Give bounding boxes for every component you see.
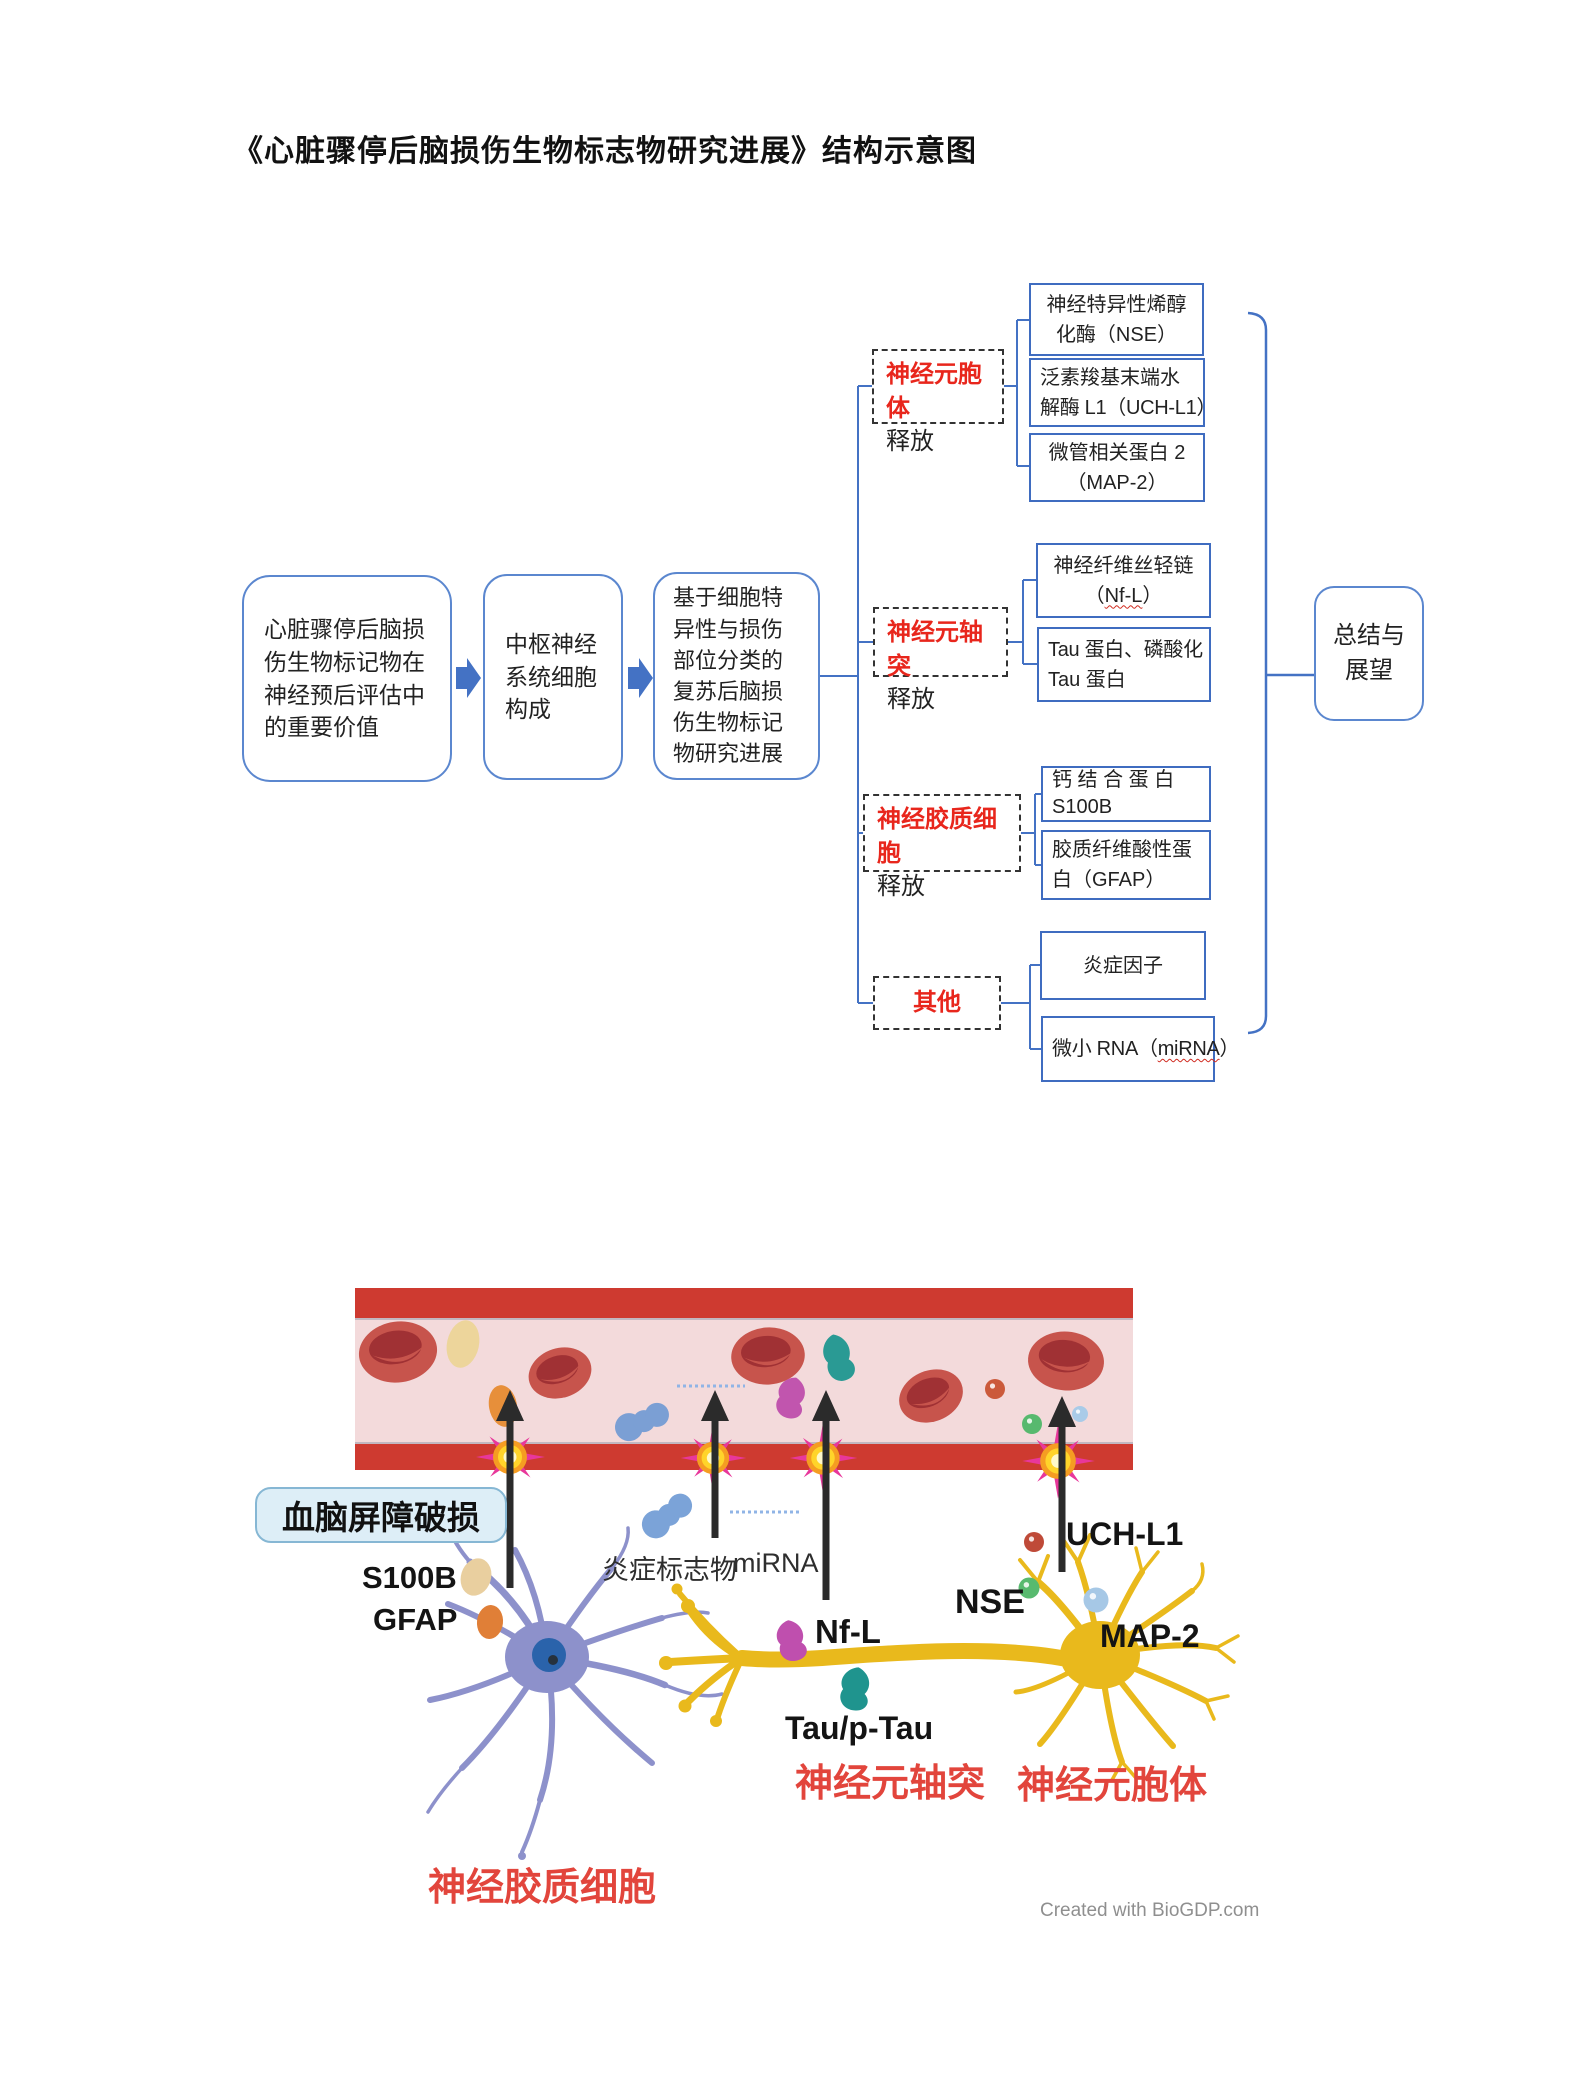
paren: （: [1084, 584, 1105, 607]
leaf-line: Tau 蛋白: [1048, 668, 1126, 691]
leaf-line: 白（GFAP）: [1052, 869, 1166, 891]
label-s100b: S100B: [362, 1560, 457, 1595]
group-name: 其他: [913, 989, 961, 1017]
flow-box-classification: 基于细胞特异性与损伤部位分类的复苏后脑损伤生物标记物研究进展: [653, 572, 820, 780]
leaf-nf-l: 神经纤维丝轻链 （Nf-L）: [1036, 543, 1211, 618]
group-suffix: 释放: [886, 428, 934, 456]
leaf-line: 泛素羧基末端水: [1040, 366, 1180, 389]
mirna-term: miRNA: [1157, 1038, 1220, 1060]
label-neuron-soma: 神经元胞体: [1017, 1765, 1208, 1807]
leaf-line: 神经特异性烯醇: [1046, 293, 1187, 316]
leaf-line: S100B: [1052, 796, 1113, 818]
label-gfap: GFAP: [373, 1602, 458, 1637]
biomarker-molecules-released: [460, 1492, 1109, 1713]
group-glial-release: 神经胶质细胞 释放: [863, 794, 1021, 900]
biogdp-credit: Created with BioGDP.com: [1040, 1900, 1260, 1921]
label-mirna: miRNA: [733, 1548, 819, 1578]
mirna-pre: 微小 RNA（: [1052, 1038, 1158, 1060]
nf-l-term: Nf-L: [1104, 584, 1143, 607]
leaf-map-2: 微管相关蛋白 2 （MAP-2）: [1029, 433, 1205, 502]
leaf-line: 炎症因子: [1083, 954, 1163, 977]
label-tau: Tau/p-Tau: [785, 1710, 934, 1746]
group-others: 其他: [873, 976, 1001, 1030]
label-map-2: MAP-2: [1100, 1618, 1200, 1654]
leaf-uch-l1: 泛素羧基末端水 解酶 L1（UCH-L1）: [1029, 358, 1217, 427]
leaf-nse: 神经特异性烯醇 化酶（NSE）: [1029, 283, 1204, 356]
flow-box-summary: 总结与 展望: [1314, 586, 1424, 721]
page-title: 《心脏骤停后脑损伤生物标志物研究进展》结构示意图: [233, 135, 977, 168]
group-neuron-soma-release: 神经元胞体 释放: [872, 349, 1004, 455]
leaf-s100b: 钙 结 合 蛋 白 S100B: [1041, 766, 1211, 822]
paren: ）: [1219, 1038, 1240, 1060]
flow-box-text: 心脏骤停后脑损伤生物标记物在神经预后评估中的重要价值: [264, 616, 425, 741]
leaf-line: （MAP-2）: [1066, 471, 1168, 494]
group-suffix: 释放: [877, 873, 925, 901]
astrocyte-glial-cell: [426, 1524, 724, 1860]
leaf-line: 胶质纤维酸性蛋: [1052, 839, 1192, 861]
leaf-line: 神经纤维丝轻链: [1053, 554, 1194, 577]
leaf-inflammatory-factors: 炎症因子: [1040, 931, 1206, 1000]
paren: ）: [1142, 584, 1163, 607]
flow-arrow-icon: [456, 658, 653, 698]
group-name: 神经胶质细胞: [877, 806, 997, 867]
label-nse: NSE: [955, 1583, 1025, 1621]
flow-box-text: 基于细胞特异性与损伤部位分类的复苏后脑损伤生物标记物研究进展: [673, 585, 784, 767]
release-arrow-icon: [496, 1390, 1076, 1600]
leaf-line: 钙 结 合 蛋 白: [1052, 769, 1175, 791]
leaf-line: 化酶（NSE）: [1055, 323, 1178, 346]
flowchart-connectors: [820, 311, 1314, 1050]
flow-box-cns-cells: 中枢神经系统细胞构成: [483, 574, 623, 780]
leaf-gfap: 胶质纤维酸性蛋 白（GFAP）: [1041, 830, 1211, 900]
bbb-damage-label: 血脑屏障破损: [255, 1487, 507, 1543]
label-inflammatory-markers: 炎症标志物: [602, 1555, 737, 1585]
label-nf-l: Nf-L: [815, 1613, 881, 1650]
summary-line: 展望: [1345, 656, 1393, 684]
leaf-line: 微小 RNA（miRNA）: [1052, 1034, 1240, 1064]
label-neuron-axon: 神经元轴突: [795, 1763, 986, 1805]
label-glial-cell: 神经胶质细胞: [428, 1867, 657, 1909]
neuron: [659, 1533, 1240, 1782]
leaf-line: 微管相关蛋白 2: [1048, 441, 1186, 464]
blood-vessel: [355, 1288, 1133, 1470]
flow-box-text: 中枢神经系统细胞构成: [505, 631, 597, 723]
leaf-line: Tau 蛋白、磷酸化: [1048, 638, 1203, 661]
group-suffix: 释放: [887, 686, 935, 714]
summary-line: 总结与: [1333, 622, 1405, 650]
leaf-mirna: 微小 RNA（miRNA）: [1041, 1016, 1240, 1082]
leaf-line: （Nf-L）: [1047, 581, 1200, 611]
flow-box-importance: 心脏骤停后脑损伤生物标记物在神经预后评估中的重要价值: [242, 575, 452, 782]
group-name: 神经元轴突: [887, 619, 983, 680]
group-name: 神经元胞体: [886, 361, 982, 422]
leaf-line: 解酶 L1（UCH-L1）: [1040, 396, 1217, 419]
group-neuron-axon-release: 神经元轴突 释放: [873, 607, 1008, 713]
label-uch-l1: UCH-L1: [1066, 1516, 1184, 1552]
leaf-tau: Tau 蛋白、磷酸化 Tau 蛋白: [1037, 627, 1211, 702]
